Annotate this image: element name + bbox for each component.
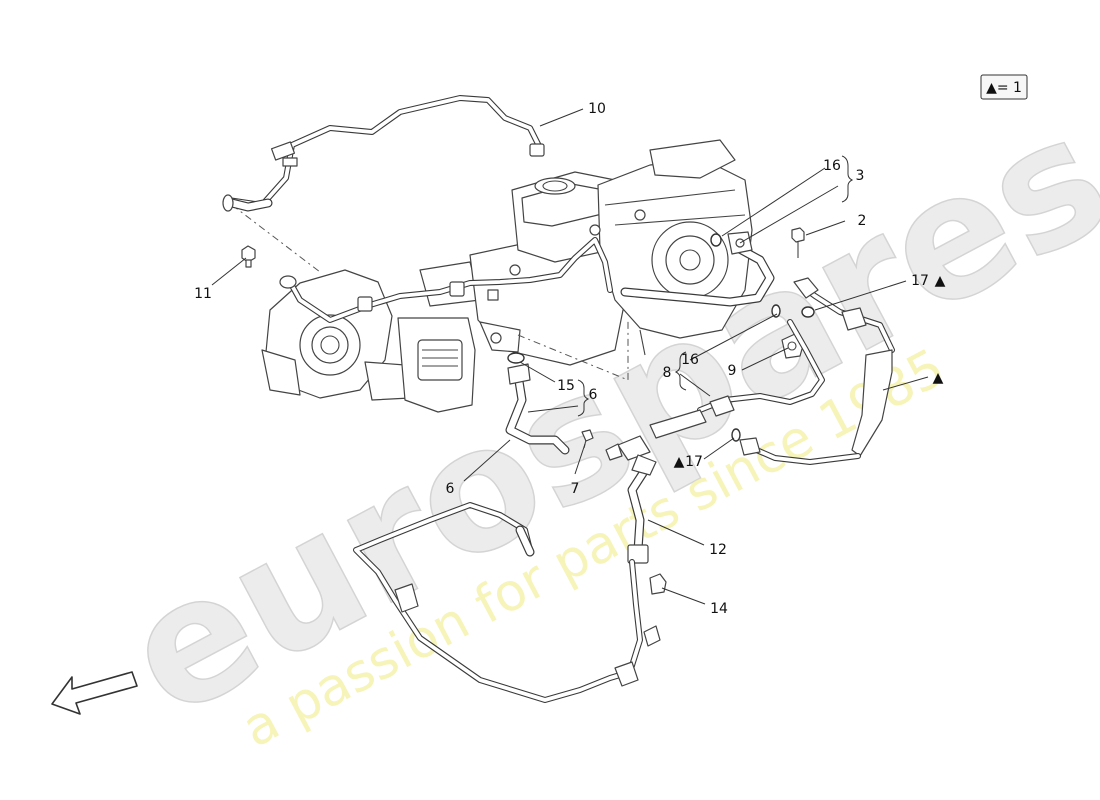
lower-pipe: [353, 502, 661, 703]
legend-box: ▲= 1: [980, 74, 1028, 100]
callout-triangle: ▲: [933, 370, 944, 386]
legend-text: ▲= 1: [986, 80, 1022, 96]
callout-17-lower-mark: ▲: [674, 454, 685, 470]
part-2-bolt: [791, 227, 805, 258]
callout-6-brace: 6: [589, 387, 598, 403]
part-11-bolt: [241, 245, 256, 268]
direction-arrow-icon: [51, 671, 138, 715]
callout-10: 10: [588, 101, 606, 117]
callout-17-lower: 17: [685, 454, 703, 470]
part-8-pipe: [697, 319, 825, 417]
callout-7: 7: [571, 481, 580, 497]
callout-2: 2: [858, 213, 867, 229]
callout-16-upper: 16: [823, 158, 841, 174]
callout-8: 8: [663, 365, 672, 381]
part-6-pipe: [505, 352, 570, 455]
part-10-pipe: [222, 95, 545, 212]
part-12-hose: [605, 409, 707, 564]
callout-15: 15: [557, 378, 575, 394]
callout-14: 14: [710, 601, 728, 617]
part-16-ring-upper: [710, 233, 722, 247]
callout-17-upper-mark: ▲: [935, 273, 946, 289]
callout-3: 3: [856, 168, 865, 184]
leader-lines: [211, 108, 929, 605]
part-3-hose: [620, 231, 775, 307]
callout-6: 6: [446, 481, 455, 497]
callout-17-upper: 17: [911, 273, 929, 289]
callout-11: 11: [194, 286, 212, 302]
callout-9: 9: [728, 363, 737, 379]
main-pipe: [279, 237, 613, 323]
right-return-pipe: [731, 277, 895, 465]
part-14-clip: [649, 573, 667, 595]
callout-12: 12: [709, 542, 727, 558]
callout-16-lower: 16: [681, 352, 699, 368]
callout-labels: 10 11 16 3 2 17 ▲ 8 16 9 15 6 6 7 ▲ ▲ 17…: [194, 101, 946, 617]
